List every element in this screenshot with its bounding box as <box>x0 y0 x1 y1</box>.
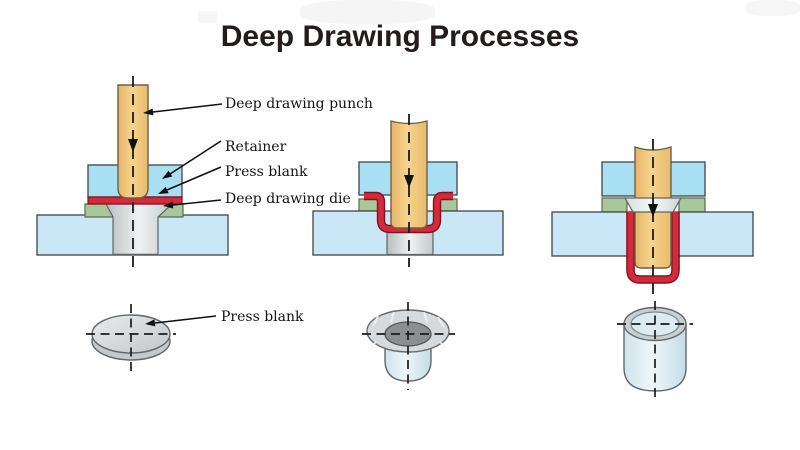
arrow-press-blank <box>166 166 222 191</box>
background-smudge <box>745 0 800 16</box>
down-arrow-icon <box>648 204 658 217</box>
page-title: Deep Drawing Processes <box>220 20 580 53</box>
partial-cup-3d <box>362 302 455 390</box>
die-ring-left <box>358 198 380 212</box>
die-ring-left <box>601 197 628 213</box>
arrowhead-icon <box>158 186 169 194</box>
arrowhead-icon <box>163 201 174 209</box>
arrow-retainer <box>169 140 222 175</box>
cup-drawn-shape <box>627 212 679 283</box>
blank-disc-3d <box>86 304 176 373</box>
stage1-cross-section <box>36 76 229 268</box>
arrowhead-icon <box>162 170 173 179</box>
arrow-die <box>172 199 222 206</box>
finished-cup-3d <box>617 301 693 399</box>
label-press-blank: Press blank <box>225 164 308 180</box>
background-smudge <box>300 0 435 24</box>
die-ring-right <box>678 197 706 213</box>
label-press-blank-bottom: Press blank <box>221 309 304 325</box>
arrow-press-blank-bottom <box>154 315 217 324</box>
arrowhead-icon <box>143 108 154 116</box>
annotation-arrows <box>143 103 223 327</box>
arrow-punch <box>152 103 223 113</box>
background-smudge <box>198 11 217 23</box>
down-arrow-icon <box>128 139 138 152</box>
label-retainer: Retainer <box>225 139 287 155</box>
stage3-cross-section <box>551 139 754 298</box>
flange-shading <box>369 311 447 349</box>
label-deep-drawing-punch: Deep drawing punch <box>225 96 373 112</box>
die-cavity-shape <box>386 230 434 256</box>
label-deep-drawing-die: Deep drawing die <box>225 191 351 207</box>
stage2-cross-section <box>312 114 504 267</box>
arrowhead-icon <box>145 319 156 327</box>
down-arrow-icon <box>404 175 414 188</box>
